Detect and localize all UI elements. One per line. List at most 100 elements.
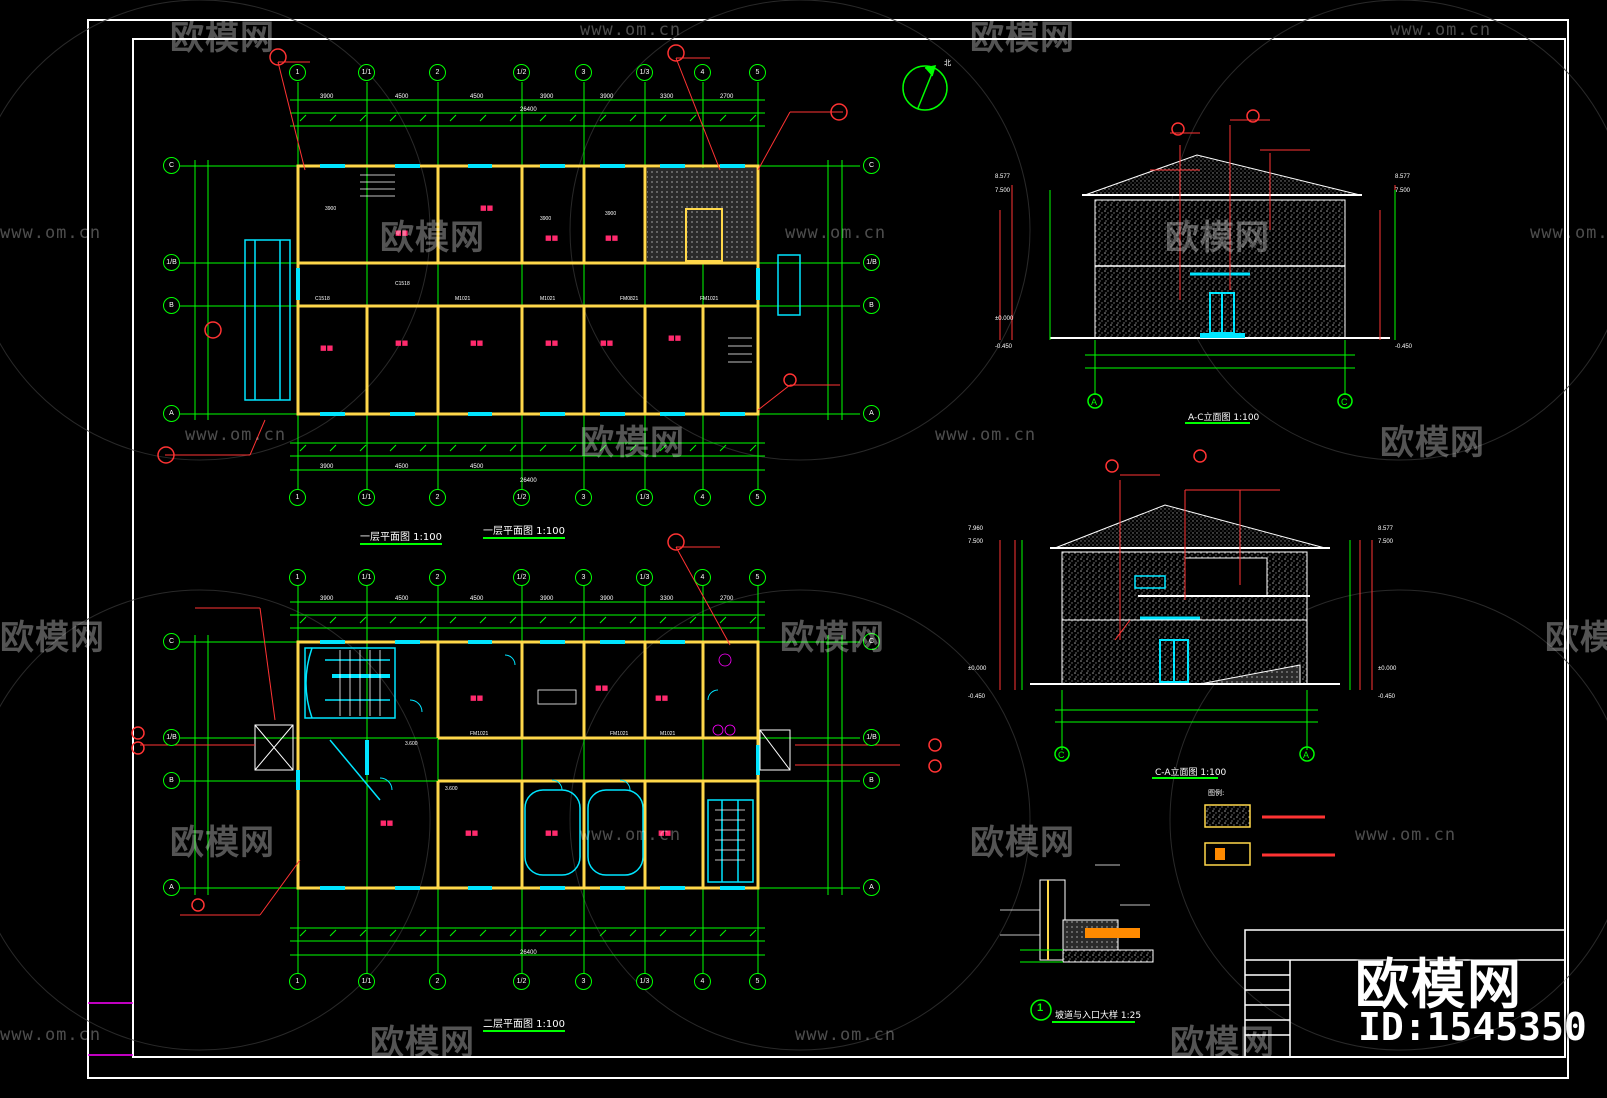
ramp-detail (1000, 864, 1154, 1023)
axis-bubble-x-first_floor: 5 (749, 64, 766, 81)
svg-text:7.960: 7.960 (968, 526, 984, 532)
detail-number: 1 (1037, 1002, 1044, 1014)
axis-bubble-x-second_floor: 1/3 (636, 569, 653, 586)
svg-text:FM1021: FM1021 (610, 731, 629, 737)
axis-bubble-x-second_floor: 3 (575, 569, 592, 586)
svg-text:8.577: 8.577 (1378, 526, 1394, 532)
svg-text:■■: ■■ (600, 339, 613, 347)
watermark-url: www.om.cn (785, 223, 887, 243)
svg-text:4500: 4500 (395, 94, 409, 100)
svg-text:3300: 3300 (660, 596, 674, 602)
axis-bubble-x-second_floor: 1 (289, 973, 306, 990)
svg-text:-0.450: -0.450 (995, 344, 1013, 350)
axis-bubble-y-second_floor: C (163, 633, 180, 650)
elev1-axis-right: C (1341, 397, 1348, 407)
axis-bubble-x-second_floor: 4 (694, 973, 711, 990)
axis-bubble-x-first_floor: 1/1 (358, 489, 375, 506)
axis-bubble-y-first_floor: 1/B (163, 254, 180, 271)
watermark-brand: 欧模网 (1165, 218, 1270, 258)
svg-text:4500: 4500 (470, 94, 484, 100)
svg-text:2700: 2700 (720, 94, 734, 100)
axis-bubble-x-second_floor: 1 (289, 569, 306, 586)
outer-frame (87, 19, 1569, 1079)
svg-text:±0.000: ±0.000 (1378, 666, 1397, 672)
watermark-id: ID:1545350 (1358, 1005, 1587, 1049)
axis-bubble-x-first_floor: 1/1 (358, 64, 375, 81)
svg-text:FM1021: FM1021 (700, 296, 719, 302)
axis-bubble-x-first_floor: 3 (575, 64, 592, 81)
detail-title: 坡道与入口大样 1:25 (1055, 1011, 1142, 1021)
watermark-brand: 欧模网 (380, 218, 485, 258)
svg-text:26400: 26400 (520, 478, 537, 484)
axis-bubble-x-first_floor: 4 (694, 64, 711, 81)
first-floor-title-2: 一层平面图 1:100 (483, 522, 565, 539)
title-block (1244, 929, 1566, 1058)
axis-bubble-x-first_floor: 1 (289, 64, 306, 81)
svg-text:图例:: 图例: (1208, 788, 1224, 797)
svg-text:■■: ■■ (395, 229, 408, 237)
svg-text:3900: 3900 (540, 596, 554, 602)
svg-text:4500: 4500 (395, 464, 409, 470)
svg-text:26400: 26400 (520, 950, 537, 956)
first-floor-title: 一层平面图 1:100 (360, 528, 442, 545)
watermark-brand-large: 欧模网 (1355, 953, 1523, 1016)
svg-text:C1518: C1518 (315, 296, 330, 302)
svg-text:■■: ■■ (605, 234, 618, 242)
watermark-brand: 欧模网 (970, 823, 1075, 863)
axis-bubble-x-first_floor: 2 (429, 64, 446, 81)
watermark-brand: 欧模网 (170, 18, 275, 58)
watermark-brand: 欧模网 (970, 18, 1075, 58)
svg-text:■■: ■■ (320, 344, 333, 352)
svg-text:4500: 4500 (395, 596, 409, 602)
svg-text:2700: 2700 (720, 596, 734, 602)
axis-bubble-x-first_floor: 1 (289, 489, 306, 506)
svg-text:3900: 3900 (325, 206, 336, 212)
svg-text:3300: 3300 (660, 94, 674, 100)
svg-text:7.500: 7.500 (1395, 188, 1411, 194)
svg-text:M1021: M1021 (660, 731, 676, 737)
watermark-url: www.om.cn (1355, 825, 1457, 845)
svg-text:■■: ■■ (545, 339, 558, 347)
svg-text:■■: ■■ (668, 334, 681, 342)
axis-bubble-x-first_floor: 1/3 (636, 64, 653, 81)
axis-bubble-x-first_floor: 5 (749, 489, 766, 506)
axis-bubble-x-second_floor: 2 (429, 973, 446, 990)
axis-bubble-y-first_floor: B (163, 297, 180, 314)
axis-bubble-x-second_floor: 3 (575, 973, 592, 990)
inner-frame (132, 38, 1566, 1058)
axis-bubble-y-first_floor: 1/B (863, 254, 880, 271)
svg-text:■■: ■■ (470, 694, 483, 702)
watermark-brand: 欧模网 (1545, 618, 1607, 658)
svg-text:■■: ■■ (395, 339, 408, 347)
axis-bubble-x-second_floor: 1/2 (513, 973, 530, 990)
svg-text:8.577: 8.577 (995, 174, 1011, 180)
svg-text:7.500: 7.500 (995, 188, 1011, 194)
axis-bubble-y-second_floor: C (863, 633, 880, 650)
axis-bubble-y-second_floor: 1/B (863, 729, 880, 746)
axis-bubble-y-second_floor: 1/B (163, 729, 180, 746)
axis-bubble-x-first_floor: 1/2 (513, 489, 530, 506)
watermark-brand: 欧模网 (0, 618, 105, 658)
axis-bubble-x-second_floor: 1/3 (636, 973, 653, 990)
watermark-url: www.om.cn (795, 1025, 897, 1045)
watermark-url: www.om.cn (1390, 20, 1492, 40)
svg-text:3.600: 3.600 (405, 741, 418, 747)
axis-bubble-y-second_floor: A (163, 879, 180, 896)
svg-text:■■: ■■ (655, 694, 668, 702)
axis-bubble-x-first_floor: 1/3 (636, 489, 653, 506)
watermark-url: www.om.cn (0, 1025, 102, 1045)
axis-bubble-y-first_floor: A (863, 405, 880, 422)
compass-label: 北 (944, 59, 951, 67)
svg-text:■■: ■■ (480, 204, 493, 212)
svg-text:7.500: 7.500 (968, 539, 984, 545)
svg-text:C1518: C1518 (395, 281, 410, 287)
axis-bubble-x-first_floor: 3 (575, 489, 592, 506)
watermark-brand: 欧模网 (1380, 423, 1485, 463)
elevation-upper-title: A-C立面图 1:100 (1188, 413, 1260, 423)
svg-text:-0.450: -0.450 (1395, 344, 1413, 350)
svg-text:7.500: 7.500 (1378, 539, 1394, 545)
axis-bubble-y-second_floor: B (163, 772, 180, 789)
axis-bubble-y-first_floor: B (863, 297, 880, 314)
axis-bubble-x-second_floor: 4 (694, 569, 711, 586)
